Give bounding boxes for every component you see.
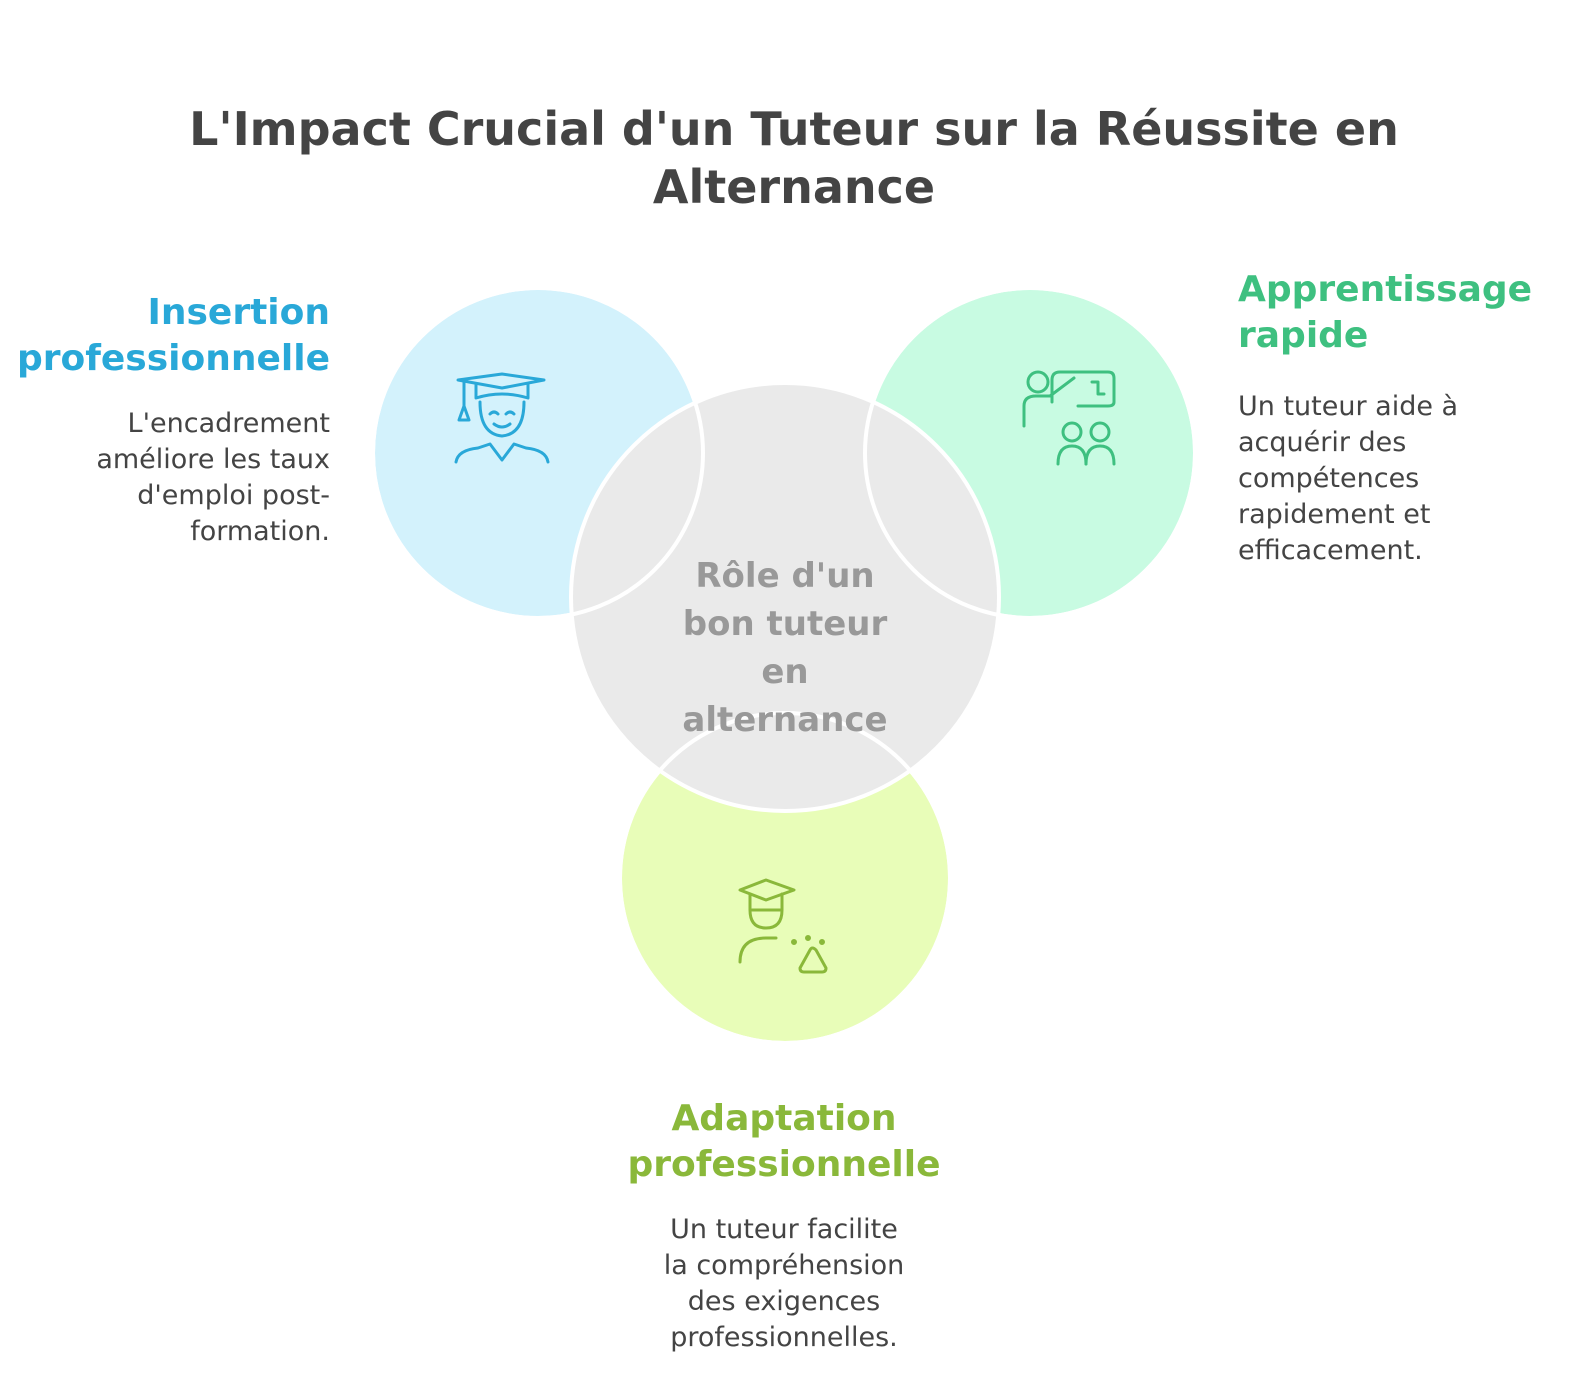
circle-adaptation-outline — [618, 711, 952, 1045]
heading-adaptation: Adaptation professionnelle — [627, 1098, 941, 1185]
graduate-icon — [454, 372, 550, 464]
desc-insertion: L'encadrement améliore les taux d'emploi… — [96, 408, 330, 547]
desc-adaptation: Un tuteur facilite la compréhension des … — [663, 1214, 905, 1353]
circle-center — [569, 381, 1001, 813]
heading-apprentissage: Apprentissage rapide — [1238, 269, 1533, 356]
teacher-board-icon — [1022, 370, 1116, 466]
circle-apprentissage-outline — [863, 286, 1197, 620]
page-title: L'Impact Crucial d'un Tuteur sur la Réus… — [189, 102, 1399, 214]
circle-insertion-outline — [371, 286, 705, 620]
heading-insertion: Insertion professionnelle — [16, 292, 330, 379]
center-label: Rôle d'un bon tuteur en alternance — [682, 556, 888, 740]
desc-apprentissage: Un tuteur aide à acquérir des compétence… — [1238, 391, 1459, 566]
student-adapt-icon — [738, 878, 828, 974]
